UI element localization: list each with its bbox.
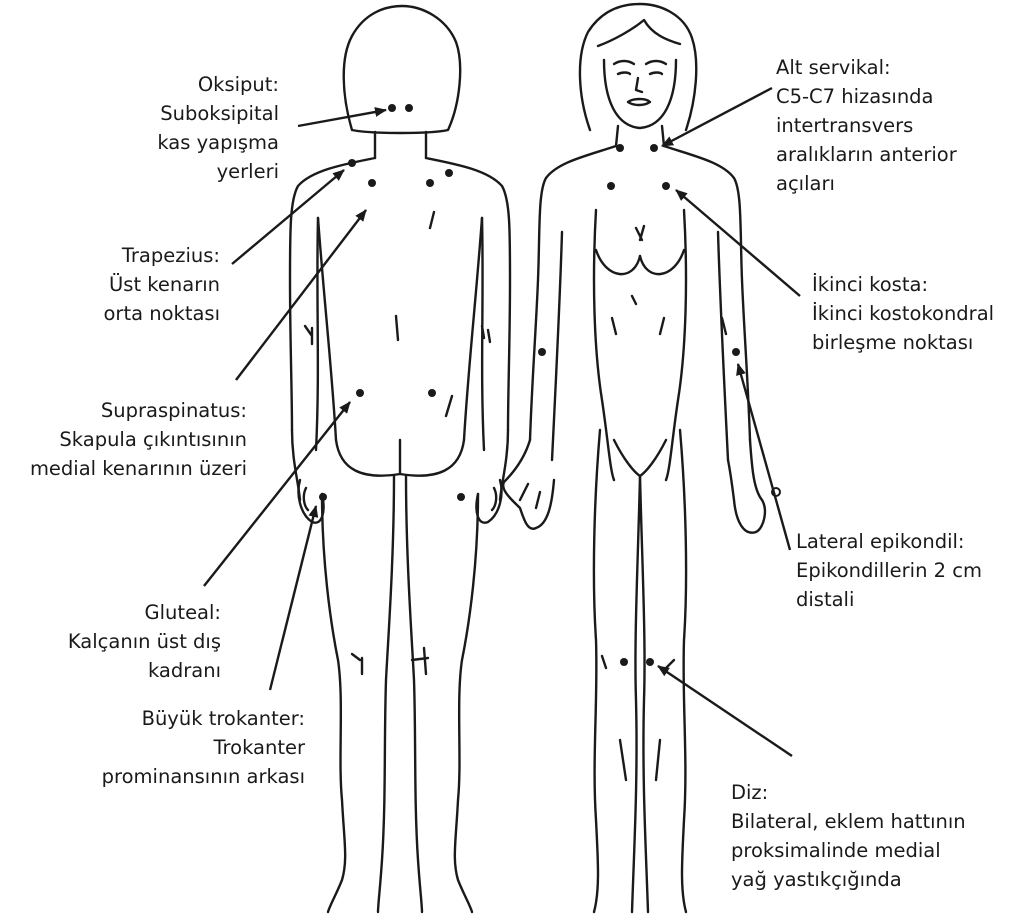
label-line: Kalçanın üst dış: [68, 627, 221, 656]
label-line: Suboksipital: [157, 99, 279, 128]
label-kosta: İkinci kosta: İkinci kostokondral birleş…: [812, 270, 994, 357]
label-line: aralıkların anterior: [776, 140, 957, 169]
tender-point: [319, 493, 327, 501]
tender-point: [732, 348, 740, 356]
label-title: İkinci kosta:: [812, 270, 994, 299]
label-line: proksimalinde medial: [731, 836, 966, 865]
label-title: Trapezius:: [104, 241, 221, 270]
front-view-body: [503, 4, 765, 912]
back-tender-points: [319, 104, 465, 501]
label-line: Üst kenarın: [104, 270, 221, 299]
tender-point: [356, 389, 364, 397]
label-line: distali: [796, 585, 982, 614]
label-title: Diz:: [731, 778, 966, 807]
label-diz: Diz: Bilateral, eklem hattının proksimal…: [731, 778, 966, 894]
label-title: Oksiput:: [157, 70, 279, 99]
label-title: Alt servikal:: [776, 53, 957, 82]
arrow-servikal: [662, 88, 772, 146]
arrow-kosta: [676, 190, 800, 296]
tender-point: [428, 389, 436, 397]
label-line: orta noktası: [104, 299, 221, 328]
label-line: kas yapışma: [157, 128, 279, 157]
label-line: İkinci kostokondral: [812, 299, 994, 328]
tender-point: [538, 348, 546, 356]
back-view-body: [290, 6, 510, 912]
label-title: Büyük trokanter:: [102, 704, 305, 733]
label-title: Gluteal:: [68, 598, 221, 627]
label-title: Supraspinatus:: [30, 396, 247, 425]
label-epikondil: Lateral epikondil: Epikondillerin 2 cm d…: [796, 527, 982, 614]
label-gluteal: Gluteal: Kalçanın üst dış kadranı: [68, 598, 221, 685]
tender-point: [348, 159, 356, 167]
label-oksiput: Oksiput: Suboksipital kas yapışma yerler…: [157, 70, 279, 186]
arrow-diz: [658, 666, 792, 756]
arrow-trokanter: [270, 506, 316, 690]
tender-point: [650, 144, 658, 152]
label-line: yerleri: [157, 157, 279, 186]
label-line: intertransvers: [776, 111, 957, 140]
label-servikal: Alt servikal: C5-C7 hizasında intertrans…: [776, 53, 957, 198]
tender-point: [662, 182, 670, 190]
label-line: Trokanter: [102, 733, 305, 762]
tender-point: [445, 169, 453, 177]
tender-point: [457, 493, 465, 501]
label-line: Bilateral, eklem hattının: [731, 807, 966, 836]
tender-point: [607, 182, 615, 190]
front-tender-points: [538, 144, 780, 666]
tender-point: [368, 179, 376, 187]
arrow-supraspinatus: [236, 210, 366, 380]
arrow-oksiput: [298, 110, 386, 126]
label-title: Lateral epikondil:: [796, 527, 982, 556]
tender-point: [426, 179, 434, 187]
label-line: prominansının arkası: [102, 762, 305, 791]
label-line: kadranı: [68, 656, 221, 685]
label-line: C5-C7 hizasında: [776, 82, 957, 111]
tender-point: [616, 144, 624, 152]
label-line: açıları: [776, 169, 957, 198]
label-trokanter: Büyük trokanter: Trokanter prominansının…: [102, 704, 305, 791]
label-supraspinatus: Supraspinatus: Skapula çıkıntısının medi…: [30, 396, 247, 483]
tender-point: [646, 658, 654, 666]
label-line: birleşme noktası: [812, 328, 994, 357]
label-line: yağ yastıkçığında: [731, 865, 966, 894]
tender-point: [405, 104, 413, 112]
tender-point: [388, 104, 396, 112]
label-line: medial kenarının üzeri: [30, 454, 247, 483]
label-line: Epikondillerin 2 cm: [796, 556, 982, 585]
label-line: Skapula çıkıntısının: [30, 425, 247, 454]
tender-point: [620, 658, 628, 666]
label-trapezius: Trapezius: Üst kenarın orta noktası: [104, 241, 221, 328]
